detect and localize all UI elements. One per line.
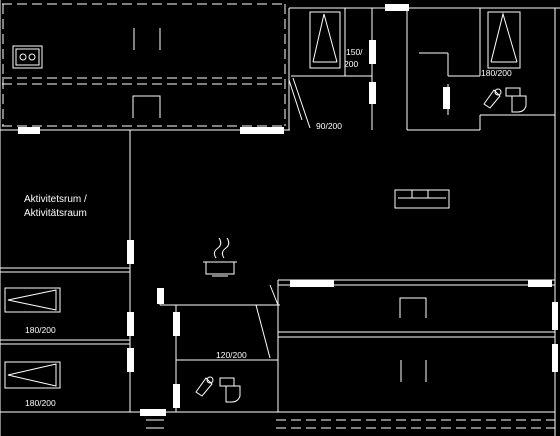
bed-dimension-label: 180/200 (25, 325, 56, 335)
bed-dimension-label: 90/200 (316, 121, 342, 131)
bed-dimension-label: 200 (344, 59, 358, 69)
bed-dimension-label: 120/200 (216, 350, 247, 360)
bed-icon (4, 287, 61, 313)
stove-icon (12, 45, 43, 69)
interior-walls (0, 130, 555, 412)
bed-icon (309, 11, 341, 69)
toilet-icon (219, 377, 241, 403)
cooking-pot-icon (203, 237, 237, 277)
shower-icon (483, 88, 502, 109)
bed-icon (288, 77, 311, 129)
table-icon (400, 360, 427, 382)
room-label: Aktivitetsrum / (24, 194, 87, 205)
toilet-icon (505, 87, 527, 113)
bed-dimension-label: 180/200 (481, 68, 512, 78)
table-icon (132, 95, 161, 118)
sofa-icon (394, 189, 450, 209)
bed-icon (487, 11, 521, 69)
bed-icon (4, 361, 61, 389)
bed-dimension-label: 150/ (346, 47, 363, 57)
shower-icon (195, 376, 214, 397)
bed-dimension-label: 180/200 (25, 398, 56, 408)
upper-storage-area (2, 3, 286, 127)
wardrobe-icon (399, 297, 427, 318)
room-label: Aktivitätsraum (24, 208, 87, 219)
door-openings (18, 4, 558, 416)
wardrobe-icon (133, 28, 161, 50)
exterior-steps (146, 419, 555, 429)
